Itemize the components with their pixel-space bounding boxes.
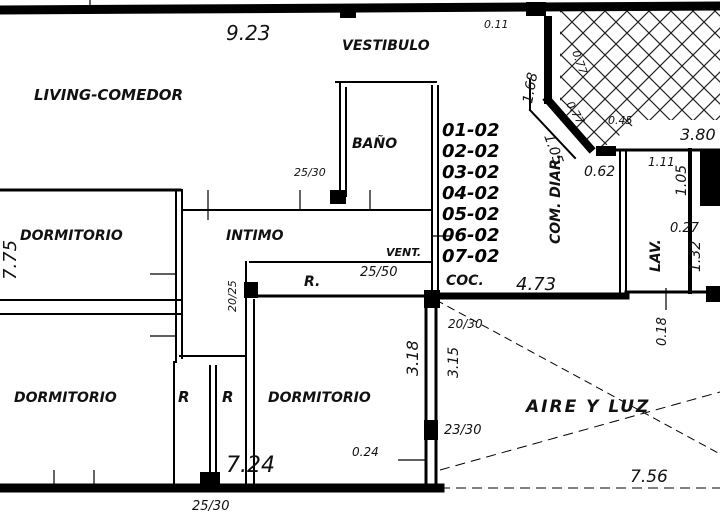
unit-number: 03-02 [442,162,500,183]
dim-318: 3.18 [403,340,422,376]
room-label-vestibulo: VESTIBULO [342,38,430,54]
dim-315: 3.15 [446,347,462,378]
dim-living-width: 9.23 [226,21,271,45]
unit-number: 04-02 [442,183,500,204]
room-label-r-right: R [222,388,234,406]
room-label-r-left: R [178,388,190,406]
structural-columns [200,2,720,486]
unit-number: 01-02 [442,120,500,141]
dim-132: 1.32 [688,241,704,272]
room-label-com-diar: COM. DIAR. [548,154,564,244]
dim-024: 0.24 [352,445,379,459]
column-label: 20/25 [226,280,239,312]
exterior-walls [0,1,720,493]
column-label: 25/50 [360,265,397,280]
dim-105b: 1.05 [674,165,690,196]
room-label-vent: VENT. [386,246,421,259]
dim-018: 0.18 [655,317,670,346]
dim-111: 1.11 [648,155,675,169]
unit-list: 01-02 02-02 03-02 04-02 05-02 06-02 07-0… [442,120,500,267]
room-label-coc: COC. [446,273,484,289]
dim-coc-width: 4.73 [516,274,556,295]
room-label-lav: LAV. [648,239,664,272]
dim-380: 3.80 [680,125,716,144]
room-label-r-corridor: R. [304,274,320,290]
dim-168: 1.68 [520,71,541,105]
column-label: 23/30 [444,423,481,438]
unit-number: 02-02 [442,141,500,162]
dim-027: 0.27 [670,221,700,236]
unit-number: 07-02 [442,246,500,267]
room-label-aire-y-luz: AIRE Y LUZ [524,397,650,417]
column-label: 20/30 [448,317,483,331]
dim-bottom-724: 7.24 [226,453,275,478]
dim-left-height: 7.75 [0,240,21,280]
room-label-dormitorio-bottom-mid: DORMITORIO [268,390,371,406]
unit-number: 05-02 [442,204,500,225]
room-label-living: LIVING-COMEDOR [34,86,183,104]
dim-bottom-756: 7.56 [630,467,668,487]
hatched-stairwell [560,10,720,150]
air-light-boundary [435,299,720,489]
unit-number: 06-02 [442,225,500,246]
room-label-dormitorio-bottom-left: DORMITORIO [14,390,117,406]
dim-062: 0.62 [584,164,615,180]
room-label-bano: BAÑO [352,135,397,152]
dim-045: 0.45 [608,114,633,127]
dim-105: 1.05 [540,132,566,167]
dim-top-011: 0.11 [484,18,509,31]
column-label: 25/30 [192,499,229,514]
room-label-intimo: INTIMO [226,228,284,244]
room-label-dormitorio-left: DORMITORIO [20,228,123,244]
dimension-ticks [53,0,667,488]
column-label: 25/30 [294,166,326,179]
